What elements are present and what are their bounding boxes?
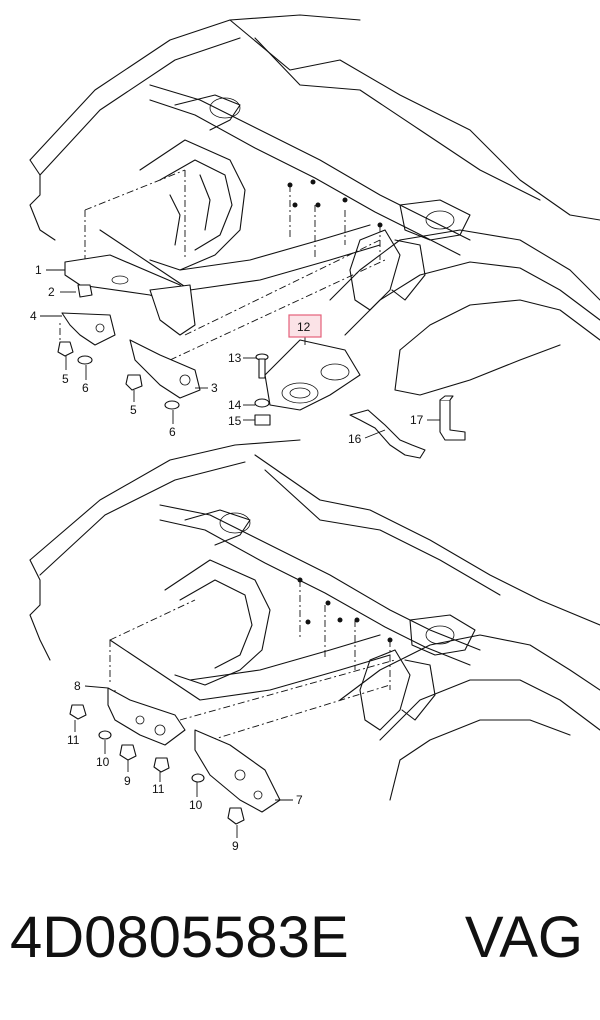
part-5-nut-right [125,374,143,391]
part-13-bolt [255,353,269,379]
lower-assembly-view [29,439,600,825]
part-10-washer-b [191,773,205,783]
callout-4: 4 [30,309,37,323]
callout-5-right: 5 [130,403,137,417]
part-4-bracket [61,312,116,346]
part-3-bracket [129,339,201,399]
part-7-bracket [194,729,281,813]
callout-1: 1 [35,263,42,277]
callout-6-right: 6 [169,425,176,439]
part-number-label: 4D0805583E [10,905,349,970]
callout-11-b: 11 [152,782,165,796]
bolt-markers-lower [297,577,393,643]
callout-10-a: 10 [96,755,110,769]
callout-5-left: 5 [62,372,69,386]
part-14-washer [254,398,270,408]
part-10-washer-a [98,730,112,740]
part-8-bracket [107,687,186,746]
part-12-highlight-box [288,314,322,338]
callout-10-b: 10 [189,798,203,812]
part-9-nut-b [227,807,245,825]
part-5-nut-left [57,341,74,357]
part-6-washer-right [164,400,180,410]
callout-7: 7 [296,793,303,807]
part-11-nut-b [153,757,170,773]
part-15-clip [254,414,271,426]
callout-16: 16 [348,432,362,446]
callout-3: 3 [211,381,218,395]
callout-labels: 1 2 4 5 6 3 5 6 12 13 14 15 16 17 8 11 1… [30,263,424,853]
brand-label: VAG [464,905,583,970]
callout-9-b: 9 [232,839,239,853]
bolt-markers [287,179,383,228]
part-17-bracket [439,395,466,441]
callout-11-a: 11 [67,733,80,747]
callout-12: 12 [297,320,311,334]
part-11-nut-a [69,704,87,720]
callout-6-left: 6 [82,381,89,395]
callout-2: 2 [48,285,55,299]
part-12-cover-plate [264,339,361,411]
caption-bar: 4D0805583E VAG [10,898,595,978]
callout-13: 13 [228,351,242,365]
callout-9-a: 9 [124,774,131,788]
callout-14: 14 [228,398,242,412]
leader-lines [40,269,440,838]
part-6-washer-left [77,355,93,365]
callout-17: 17 [410,413,424,427]
part-1-bracket [64,254,196,336]
part-2-nut [77,284,93,298]
part-9-nut-a [119,744,137,761]
callout-15: 15 [228,414,242,428]
callout-8: 8 [74,679,81,693]
part-16-strap [349,409,426,459]
upper-assembly-view [29,14,600,459]
